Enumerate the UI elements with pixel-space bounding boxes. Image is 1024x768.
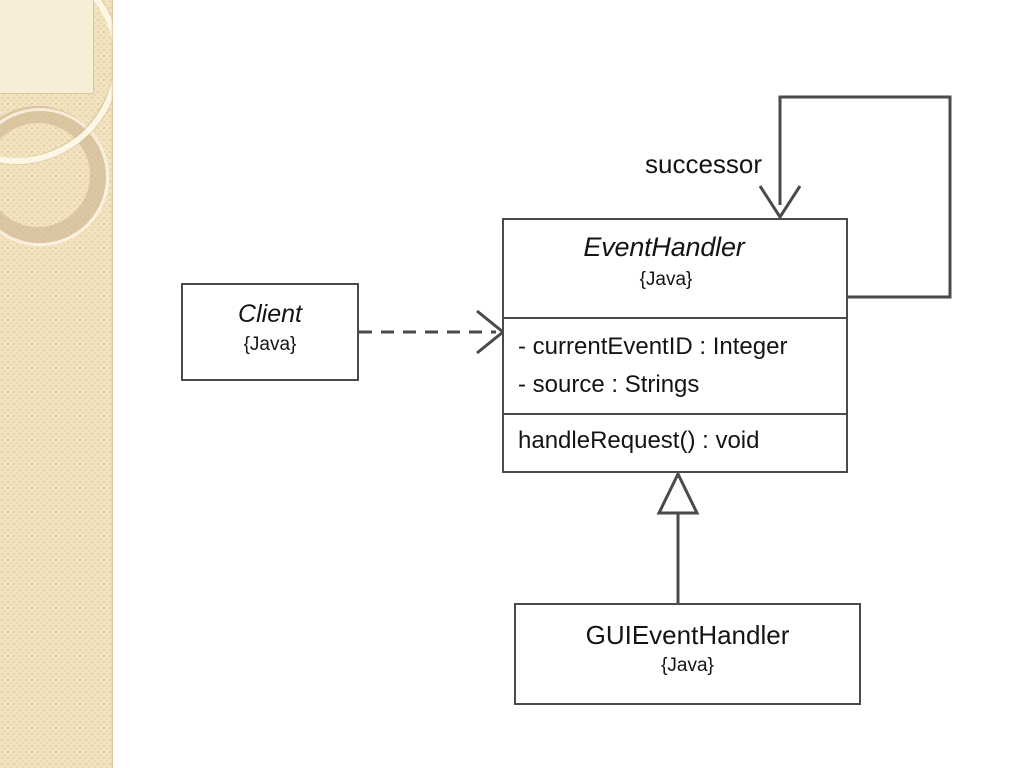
class-box-client[interactable]: Client {Java} — [181, 283, 359, 381]
class-box-eventhandler[interactable]: EventHandler {Java} - currentEventID : I… — [502, 218, 848, 473]
class-name-eventhandler: EventHandler — [583, 232, 745, 262]
class-stereotype-eventhandler: {Java} — [639, 269, 693, 291]
successor-loop-line — [778, 95, 952, 299]
attribute-row: - currentEventID : Integer — [518, 333, 788, 360]
class-stereotype-client: {Java} — [243, 334, 297, 356]
class-name-guieventhandler: GUIEventHandler — [585, 620, 790, 650]
generalization-triangle — [656, 470, 700, 515]
class-box-guieventhandler[interactable]: GUIEventHandler {Java} — [514, 603, 861, 705]
successor-association-label: successor — [645, 149, 763, 179]
eventhandler-operations-compartment: handleRequest() : void — [504, 413, 846, 471]
attribute-row: - source : Strings — [518, 371, 700, 398]
successor-arrowhead — [758, 185, 802, 220]
class-stereotype-guieventhandler: {Java} — [661, 655, 714, 677]
operation-row: handleRequest() : void — [518, 427, 760, 454]
eventhandler-attributes-compartment: - currentEventID : Integer - source : St… — [504, 317, 846, 413]
sidebar-edge — [111, 0, 113, 768]
eventhandler-name-compartment: EventHandler {Java} — [504, 220, 846, 317]
decorative-sidebar — [0, 0, 113, 768]
class-name-client: Client — [238, 300, 302, 328]
